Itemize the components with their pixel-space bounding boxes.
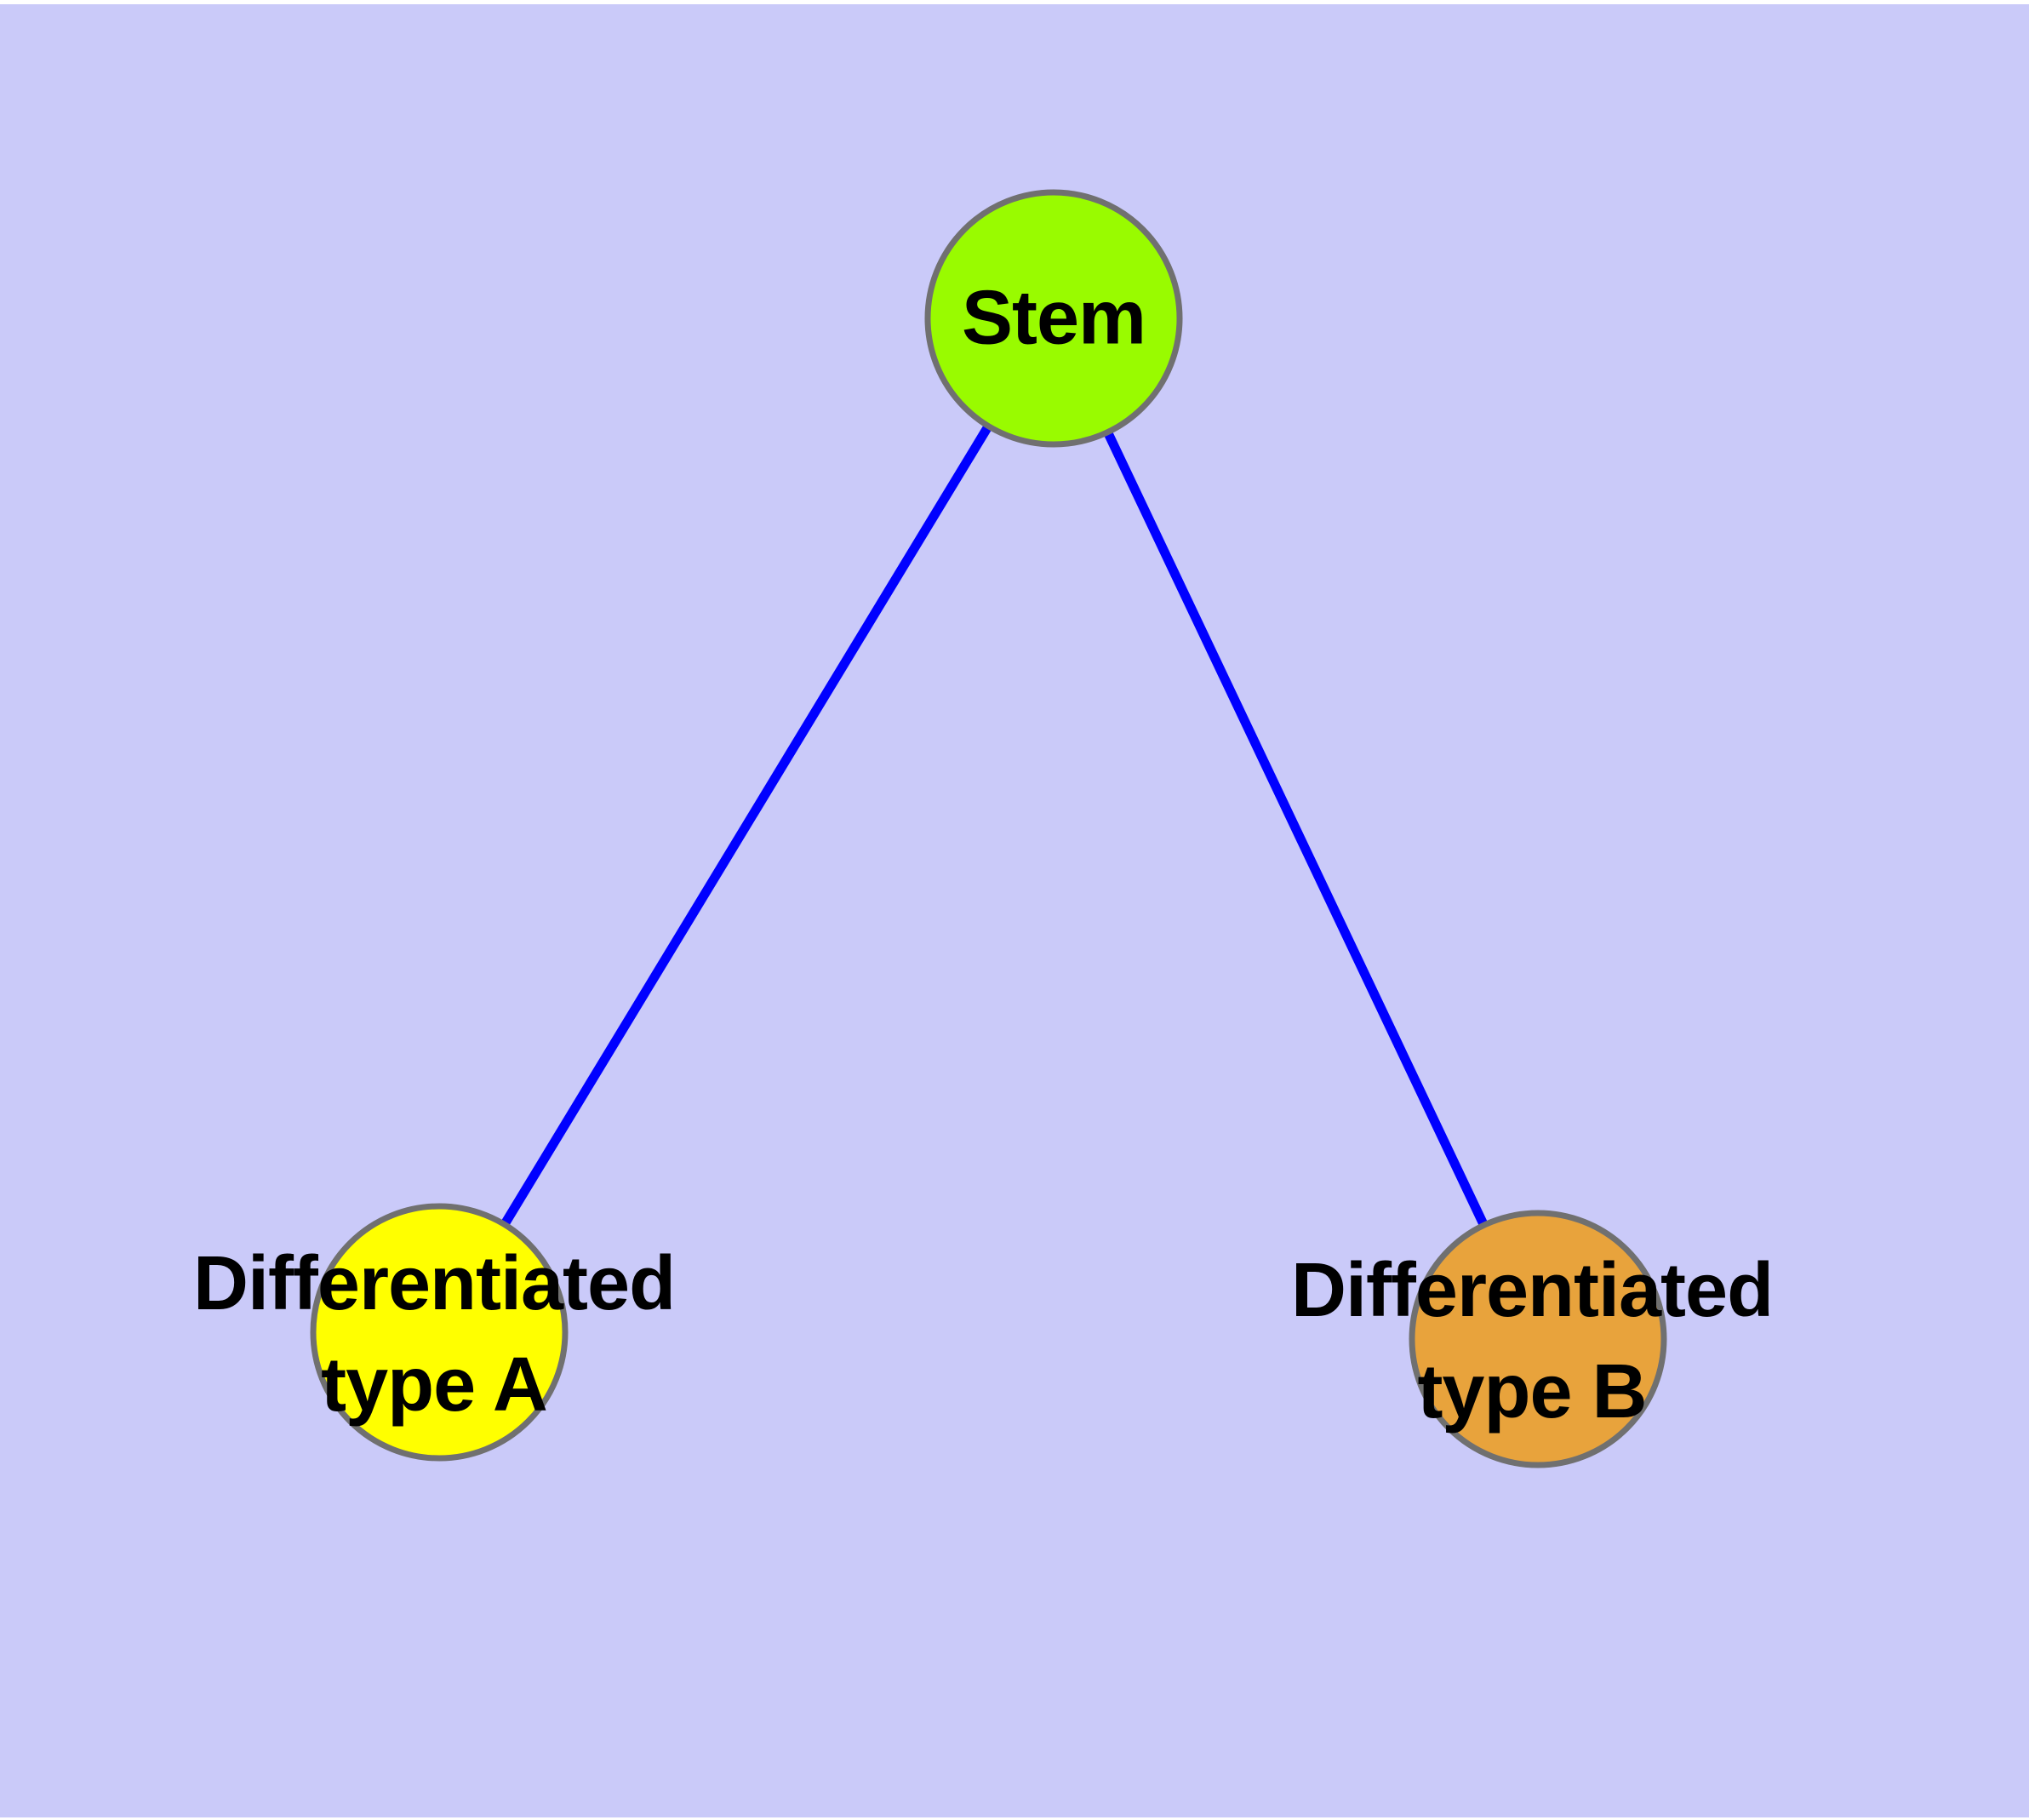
edge-stem-to-type-a [435, 316, 1058, 1335]
node-stem-circle[interactable] [924, 189, 1183, 448]
node-type-a-circle[interactable] [310, 1203, 569, 1462]
node-type-b-circle[interactable] [1409, 1210, 1667, 1468]
edge-stem-to-type-b [1049, 316, 1542, 1342]
